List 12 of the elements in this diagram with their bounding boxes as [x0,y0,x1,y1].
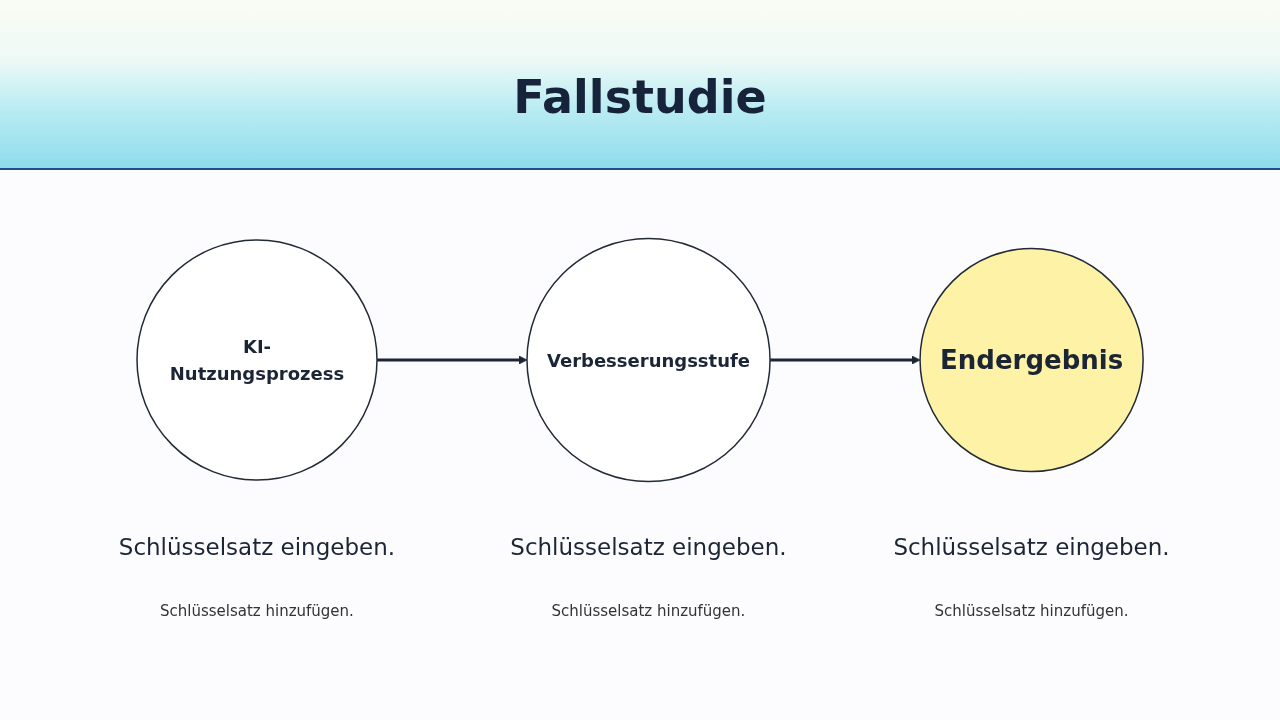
key-sentence: Schlüsselsatz eingeben. [510,534,787,560]
node-circle: Endergebnis [919,247,1144,473]
arrow [376,355,528,365]
note-text: Schlüsselsatz hinzufügen. [551,602,746,620]
note-text: Schlüsselsatz hinzufügen. [934,602,1129,620]
key-sentence: Schlüsselsatz eingeben. [893,534,1170,560]
node-circle: Verbesserungsstufe [526,237,771,483]
note-text: Schlüsselsatz hinzufügen. [160,602,354,620]
node-circle: KI-Nutzungsprozess [136,239,378,481]
key-sentence: Schlüsselsatz eingeben. [118,534,396,560]
arrow [769,355,921,365]
title: Fallstudie [512,70,768,124]
